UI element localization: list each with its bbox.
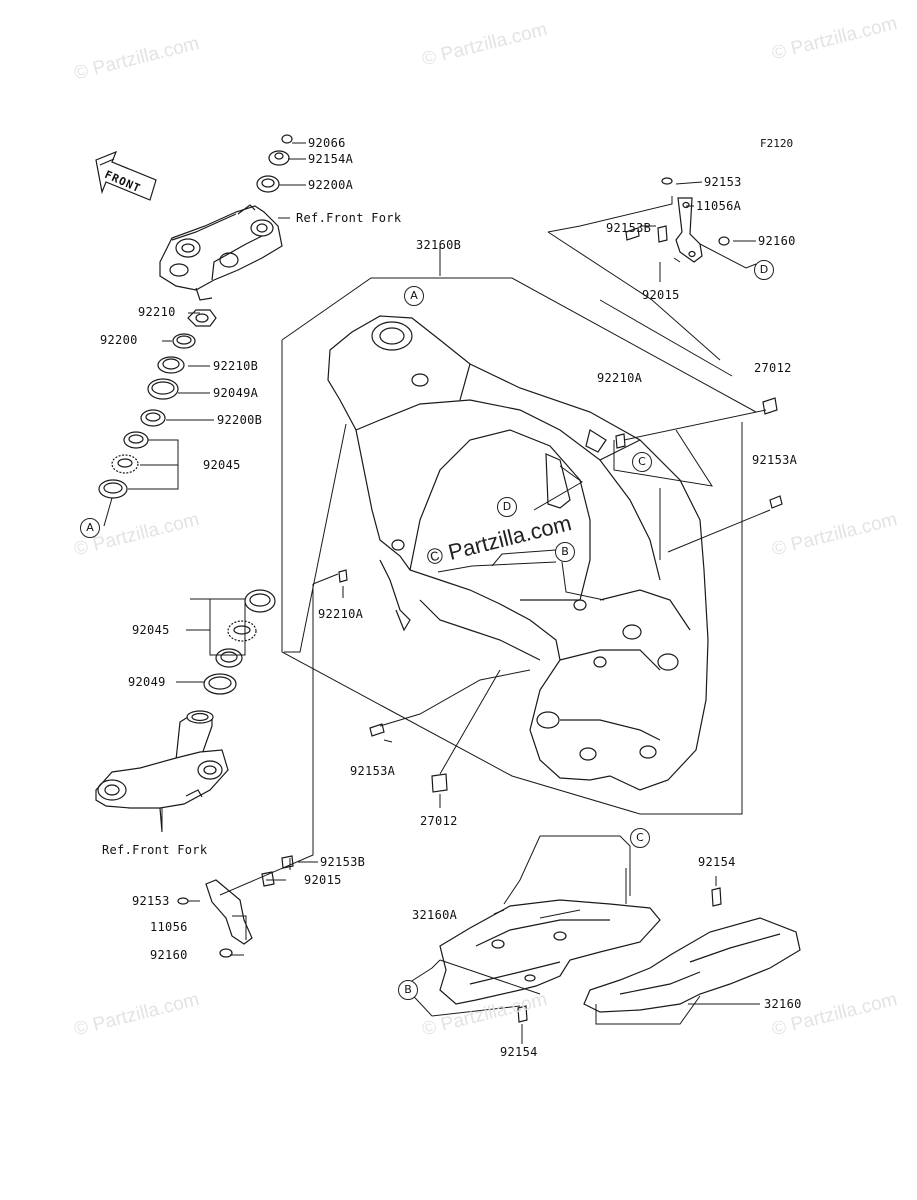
callout-c-frame: C	[632, 452, 652, 472]
part-label-92066: 92066	[308, 136, 346, 150]
bracket-11056A	[657, 197, 703, 263]
bolt-92153-left	[177, 897, 189, 905]
leader-lines	[103, 142, 771, 1044]
part-label-27012-bottom: 27012	[420, 814, 458, 828]
part-label-92200: 92200	[100, 333, 138, 347]
part-label-92153B-right: 92153B	[606, 221, 652, 235]
part-label-92153A-right: 92153A	[752, 453, 798, 467]
part-label-32160A: 32160A	[412, 908, 458, 922]
callout-d-bracket: D	[754, 260, 774, 280]
part-label-92210B: 92210B	[213, 359, 259, 373]
bolt-92153B-right	[625, 227, 640, 241]
bolt-92153A-right	[769, 495, 783, 509]
bearing-stack-upper	[98, 333, 196, 499]
part-label-92154-top: 92154	[698, 855, 736, 869]
part-label-92160-right: 92160	[758, 234, 796, 248]
steering-nut	[187, 309, 217, 327]
part-label-92049: 92049	[128, 675, 166, 689]
callout-a-left: A	[80, 518, 100, 538]
front-arrow-icon	[95, 150, 157, 201]
part-label-92045-bottom: 92045	[132, 623, 170, 637]
bolt-92210A-top	[615, 433, 626, 449]
figure-code: F2120	[760, 137, 794, 150]
bolt-92153-right	[661, 177, 673, 185]
part-label-92015-right: 92015	[642, 288, 680, 302]
callout-c-subframe: C	[630, 828, 650, 848]
part-label-92153A-mid: 92153A	[350, 764, 396, 778]
part-label-92049A: 92049A	[213, 386, 259, 400]
callout-b-subframe: B	[398, 980, 418, 1000]
part-label-92210A-top: 92210A	[597, 371, 643, 385]
plate-27012-top	[762, 397, 778, 415]
ref-front-fork-bottom: Ref.Front Fork	[102, 843, 208, 857]
part-label-92210A-mid: 92210A	[318, 607, 364, 621]
part-label-32160B: 32160B	[416, 238, 462, 252]
part-label-92200A: 92200A	[308, 178, 354, 192]
part-label-92154-bottom: 92154	[500, 1045, 538, 1059]
upper-triple-clamp	[159, 134, 293, 301]
part-label-92200B: 92200B	[217, 413, 263, 427]
bolt-92160-right	[718, 236, 730, 246]
callout-d-frame: D	[497, 497, 517, 517]
part-label-92160-left: 92160	[150, 948, 188, 962]
part-label-92045-top: 92045	[203, 458, 241, 472]
bolt-92153A-mid	[369, 723, 385, 737]
ref-front-fork-top: Ref.Front Fork	[296, 211, 402, 225]
plate-27012-bot	[431, 773, 448, 793]
part-label-92153-right: 92153	[704, 175, 742, 189]
steering-stem	[95, 710, 229, 833]
bolt-92154-bot	[517, 1005, 528, 1023]
subframe-32160	[583, 917, 801, 1013]
part-label-27012-top: 27012	[754, 361, 792, 375]
bracket-11056	[205, 871, 275, 958]
part-label-92154A: 92154A	[308, 152, 354, 166]
callout-a-top: A	[404, 286, 424, 306]
part-label-92153-left: 92153	[132, 894, 170, 908]
part-label-92210: 92210	[138, 305, 176, 319]
bolt-92210A-mid	[338, 569, 348, 583]
subframe-32160A	[439, 899, 661, 1005]
part-label-92153B-left: 92153B	[320, 855, 366, 869]
part-label-11056A: 11056A	[696, 199, 742, 213]
part-label-92015-left: 92015	[304, 873, 342, 887]
callout-b-frame: B	[555, 542, 575, 562]
bolt-92154-top	[711, 887, 722, 907]
bearing-stack-lower	[203, 589, 276, 695]
part-label-11056: 11056	[150, 920, 188, 934]
part-label-32160: 32160	[764, 997, 802, 1011]
